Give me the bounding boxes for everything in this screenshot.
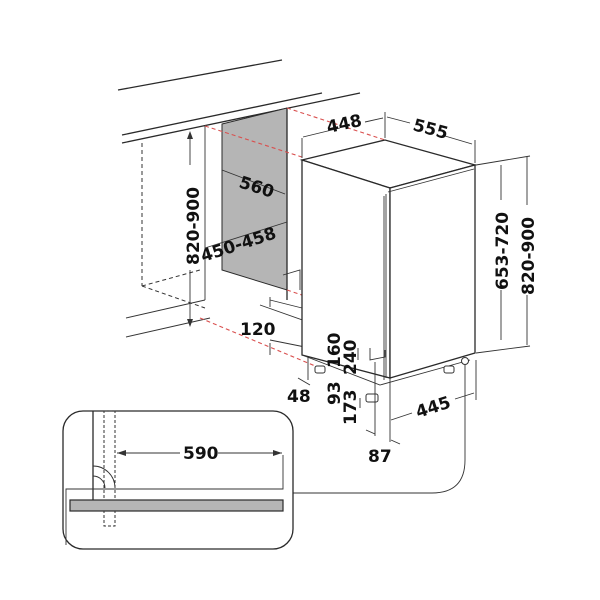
foot-offset-dimension: 48 (287, 377, 311, 407)
plinth-height-label: 120 (240, 320, 276, 340)
foot-173-label: 173 (341, 390, 361, 426)
left-cabinet-outline (125, 126, 211, 338)
inlet-foot-dimensions: 160 240 93 173 (325, 332, 361, 425)
appliance-width-label: 445 (413, 393, 453, 423)
countertop (117, 59, 361, 144)
side-offset-label: 87 (368, 447, 392, 467)
niche-height-label: 820-900 (184, 187, 204, 265)
inlet-240-label: 240 (341, 339, 361, 375)
foot-offset-label: 48 (287, 387, 311, 407)
niche-side-panel (221, 107, 301, 300)
red-guide-lines (199, 107, 386, 369)
door-height-range-label: 653-720 (493, 212, 513, 290)
dishwasher-body (299, 139, 478, 403)
detail-inset: 590 (62, 410, 294, 550)
plinth-height-dimension: 120 (240, 297, 311, 380)
appliance-depth-label: 555 (411, 116, 450, 145)
appliance-height-range-label: 820-900 (519, 217, 539, 295)
right-height-dimensions: 653-720 820-900 (475, 155, 539, 354)
detail-callout-connector (292, 365, 466, 494)
inlet-160-label: 160 (325, 332, 345, 368)
niche-height-dimension: 820-900 (184, 131, 204, 327)
niche-depth-label: 448 (325, 111, 364, 138)
foot-93-label: 93 (325, 381, 345, 405)
door-clearance-label: 590 (183, 444, 219, 464)
